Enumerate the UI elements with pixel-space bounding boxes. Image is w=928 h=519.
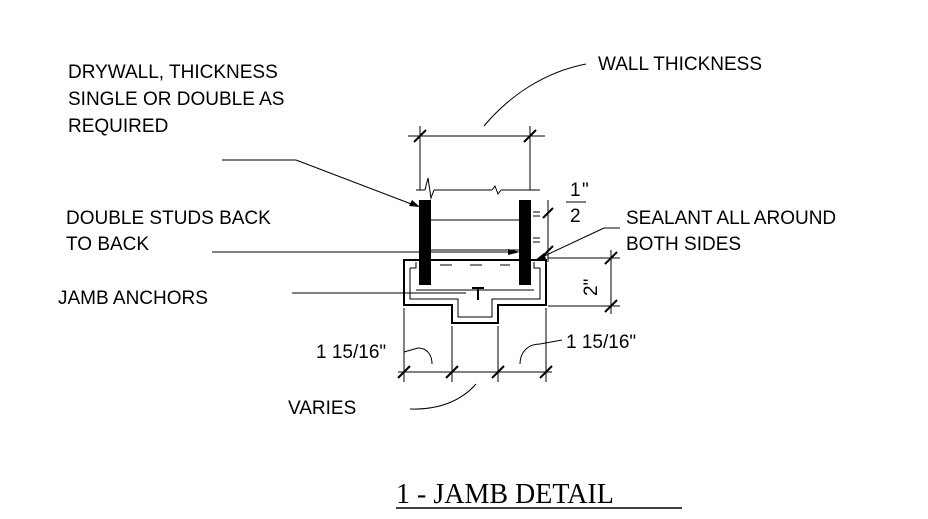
drywall-label-line3: REQUIRED [68,116,168,137]
varies-label: VARIES [288,398,356,419]
wall-thickness-dimension [408,126,545,190]
drywall-label-line1: DRYWALL, THICKNESS [68,62,278,83]
dim-left-label: 1 15/16" [316,342,386,363]
half-inch-numerator: 1 [570,180,581,201]
half-inch-mark: " [582,180,589,201]
sealant-label-line1: SEALANT ALL AROUND [626,208,836,229]
bottom-dimension [397,308,553,382]
leaders [212,159,620,410]
half-inch-dimension [542,200,554,262]
drywall-right [519,200,531,285]
half-inch-denominator: 2 [570,206,581,227]
drywall-label-line2: SINGLE OR DOUBLE AS [68,89,284,110]
two-inch-label: 2" [581,279,602,296]
jamb-frame [403,259,547,324]
dim-right-label: 1 15/16" [566,332,636,353]
wall-thickness-leader [483,63,587,127]
sealant-label-line2: BOTH SIDES [626,234,741,255]
studs-label-line1: DOUBLE STUDS BACK [66,208,271,229]
wall-thickness-label: WALL THICKNESS [598,54,762,75]
drywall-left [419,200,431,285]
wall-break-line [416,177,540,200]
studs-label-line2: TO BACK [66,234,149,255]
two-inch-dimension [548,250,620,314]
drywall-studs [419,200,540,285]
detail-title: 1 - JAMB DETAIL [396,479,614,510]
jamb-anchors-label: JAMB ANCHORS [58,288,208,309]
